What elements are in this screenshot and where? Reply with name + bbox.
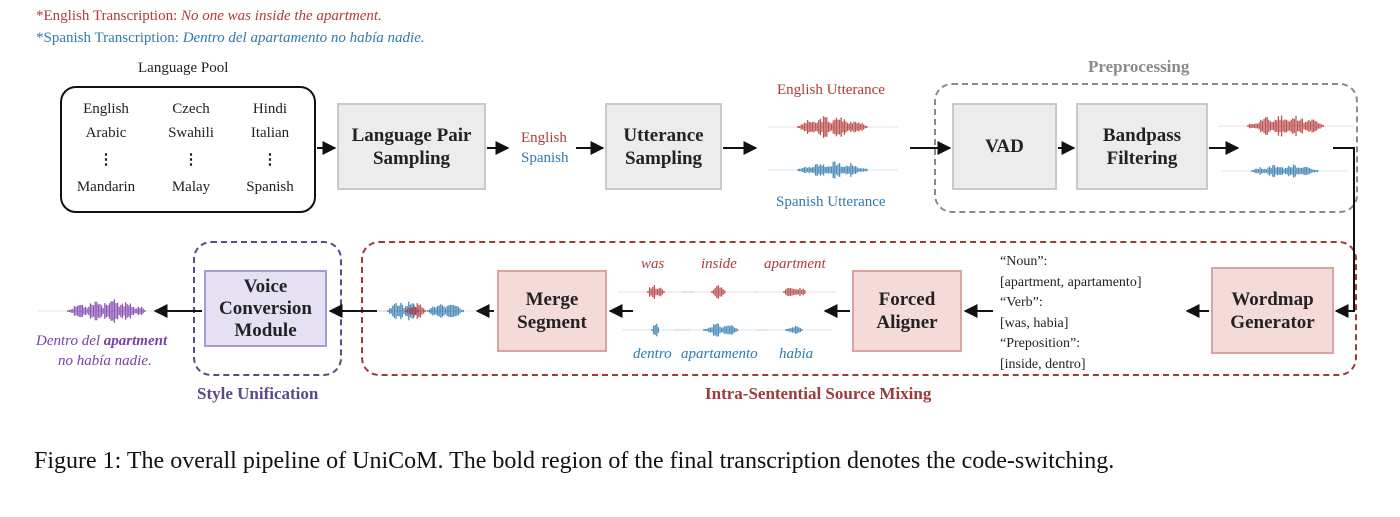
filtered-spanish-waveform [1222,164,1348,178]
box-line: Segment [517,312,587,333]
box-line: Conversion [219,297,312,319]
lang-czech: Czech [172,101,210,117]
merged-waveform-blue-b [398,304,494,318]
language-pool-box [60,86,316,213]
final-transcription-line1: Dentro del apartment [36,333,167,350]
lang-ellipsis: ⋮ [183,152,199,168]
aligned-word-apartamento: apartamento [681,346,758,362]
wordmap-line: [apartment, apartamento] [1000,274,1142,290]
aligned-word-dentro: dentro [633,346,672,362]
filtered-english-waveform [1218,115,1354,137]
lang-hindi: Hindi [252,101,288,117]
wordmap-text: “Noun”: [apartment, apartamento] “Verb”:… [1000,252,1141,375]
merged-waveform-red [376,303,456,319]
lang-arabic: Arabic [85,125,127,141]
final-transcription-line2: no había nadie. [58,353,152,369]
segment-inside-waveform [682,285,756,299]
box-line: Bandpass [1102,124,1182,146]
segment-dentro-waveform [622,323,690,337]
wordmap-line: “Verb”: [1000,295,1043,310]
wordmap-line: “Noun”: [1000,254,1048,269]
box-line: Voice [243,275,288,297]
lang-ellipsis: ⋮ [98,152,114,168]
intra-sentential-label: Intra-Sentential Source Mixing [705,384,932,403]
lang-italian: Italian [250,125,290,141]
box-line: VAD [985,136,1024,157]
waveforms [38,115,1354,337]
wordmap-line: [inside, dentro] [1000,356,1086,372]
lang-english: English [83,101,129,117]
box-line: Module [234,319,297,341]
english-transcription-label: *English Transcription: [36,8,182,24]
box-line: Merge [525,289,579,310]
lang-ellipsis: ⋮ [262,152,278,168]
english-transcription-text: No one was inside the apartment. [181,8,382,24]
segment-was-waveform [618,284,694,300]
segment-habia-waveform [756,326,832,334]
aligned-word-inside: inside [701,256,737,272]
pair-label-english: English [521,130,567,146]
final-waveform [38,299,176,323]
language-pool-title: Language Pool [138,60,229,76]
english-utterance-label: English Utterance [777,82,885,98]
spanish-transcription-text: Dentro del apartamento no había nadie. [182,30,425,46]
box-line: Wordmap [1231,288,1314,310]
box-line: Forced [878,289,936,310]
segment-apartamento-waveform [674,323,768,337]
segment-apartment-waveform [754,287,836,297]
box-line: Utterance [623,124,704,146]
style-unification-label: Style Unification [197,384,319,403]
figure-caption: Figure 1: The overall pipeline of UniCoM… [34,448,1115,474]
box-line: Aligner [876,312,938,333]
aligned-word-habia: habia [779,346,814,362]
aligned-word-apartment: apartment [764,256,826,272]
lang-mandarin: Mandarin [76,179,136,195]
final-transcription-prefix: Dentro del [36,333,104,349]
spanish-utterance-waveform [768,161,898,179]
preprocessing-label: Preprocessing [1088,57,1190,76]
pair-label-spanish: Spanish [521,150,569,166]
box-line: Language Pair [351,124,472,146]
spanish-transcription: *Spanish Transcription: Dentro del apart… [36,30,425,47]
lang-spanish: Spanish [246,179,294,195]
aligned-word-was: was [641,256,665,272]
english-utterance-waveform [768,116,898,138]
english-transcription: *English Transcription: No one was insid… [36,8,382,25]
box-line: Sampling [624,147,703,169]
intra-sentential-region [361,241,1357,376]
arrow-elbow [1333,147,1355,318]
box-line: Sampling [372,147,451,169]
wordmap-line: “Preposition”: [1000,336,1081,351]
lang-malay: Malay [171,179,211,195]
lang-swahili: Swahili [168,125,214,141]
box-line: Generator [1230,311,1315,333]
arrows [153,141,1355,318]
final-transcription-bold: apartment [103,333,168,349]
vad-box: VAD [952,103,1057,190]
wordmap-line: [was, habia] [1000,315,1069,331]
box-line: Filtering [1106,147,1178,169]
spanish-transcription-label: *Spanish Transcription: [36,30,183,46]
spanish-utterance-label: Spanish Utterance [776,194,886,210]
